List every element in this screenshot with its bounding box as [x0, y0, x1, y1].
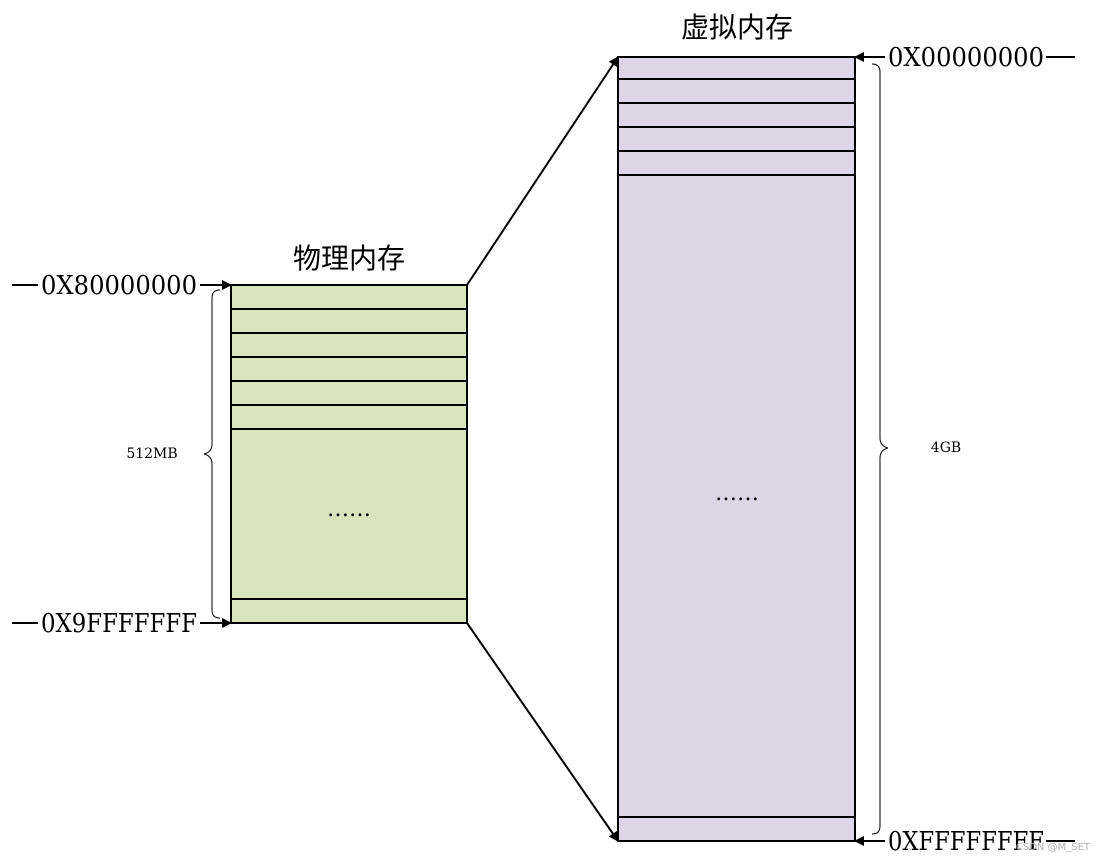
virtual-ellipsis: …… [715, 481, 759, 506]
physical-memory-rect [230, 284, 468, 624]
mapping-line-bottom [466, 622, 619, 842]
virtual-end-address-pointer: 0XFFFFFFFF [854, 827, 1075, 857]
physical-memory-title: 物理内存 [293, 242, 405, 275]
virtual-size-label: 4GB [931, 440, 961, 456]
physical-end-address: 0X9FFFFFFF [41, 609, 197, 639]
mapping-line-top [466, 56, 619, 286]
physical-ellipsis: …… [327, 497, 371, 522]
physical-size-brace [203, 289, 221, 619]
watermark: CSDN @M_SET [1016, 842, 1091, 853]
physical-start-address-pointer: 0X80000000 [12, 271, 232, 301]
virtual-memory-rect [617, 56, 856, 842]
virtual-end-address: 0XFFFFFFFF [888, 827, 1044, 857]
physical-start-address: 0X80000000 [41, 271, 197, 301]
physical-end-address-pointer: 0X9FFFFFFF [12, 609, 232, 639]
virtual-memory-title: 虚拟内存 [681, 11, 793, 44]
physical-memory-block: …… [230, 284, 468, 624]
virtual-size-brace [871, 63, 889, 835]
virtual-memory-block: …… [617, 56, 856, 842]
virtual-start-address: 0X00000000 [888, 43, 1044, 73]
physical-size-label: 512MB [126, 446, 177, 462]
virtual-start-address-pointer: 0X00000000 [854, 43, 1075, 73]
